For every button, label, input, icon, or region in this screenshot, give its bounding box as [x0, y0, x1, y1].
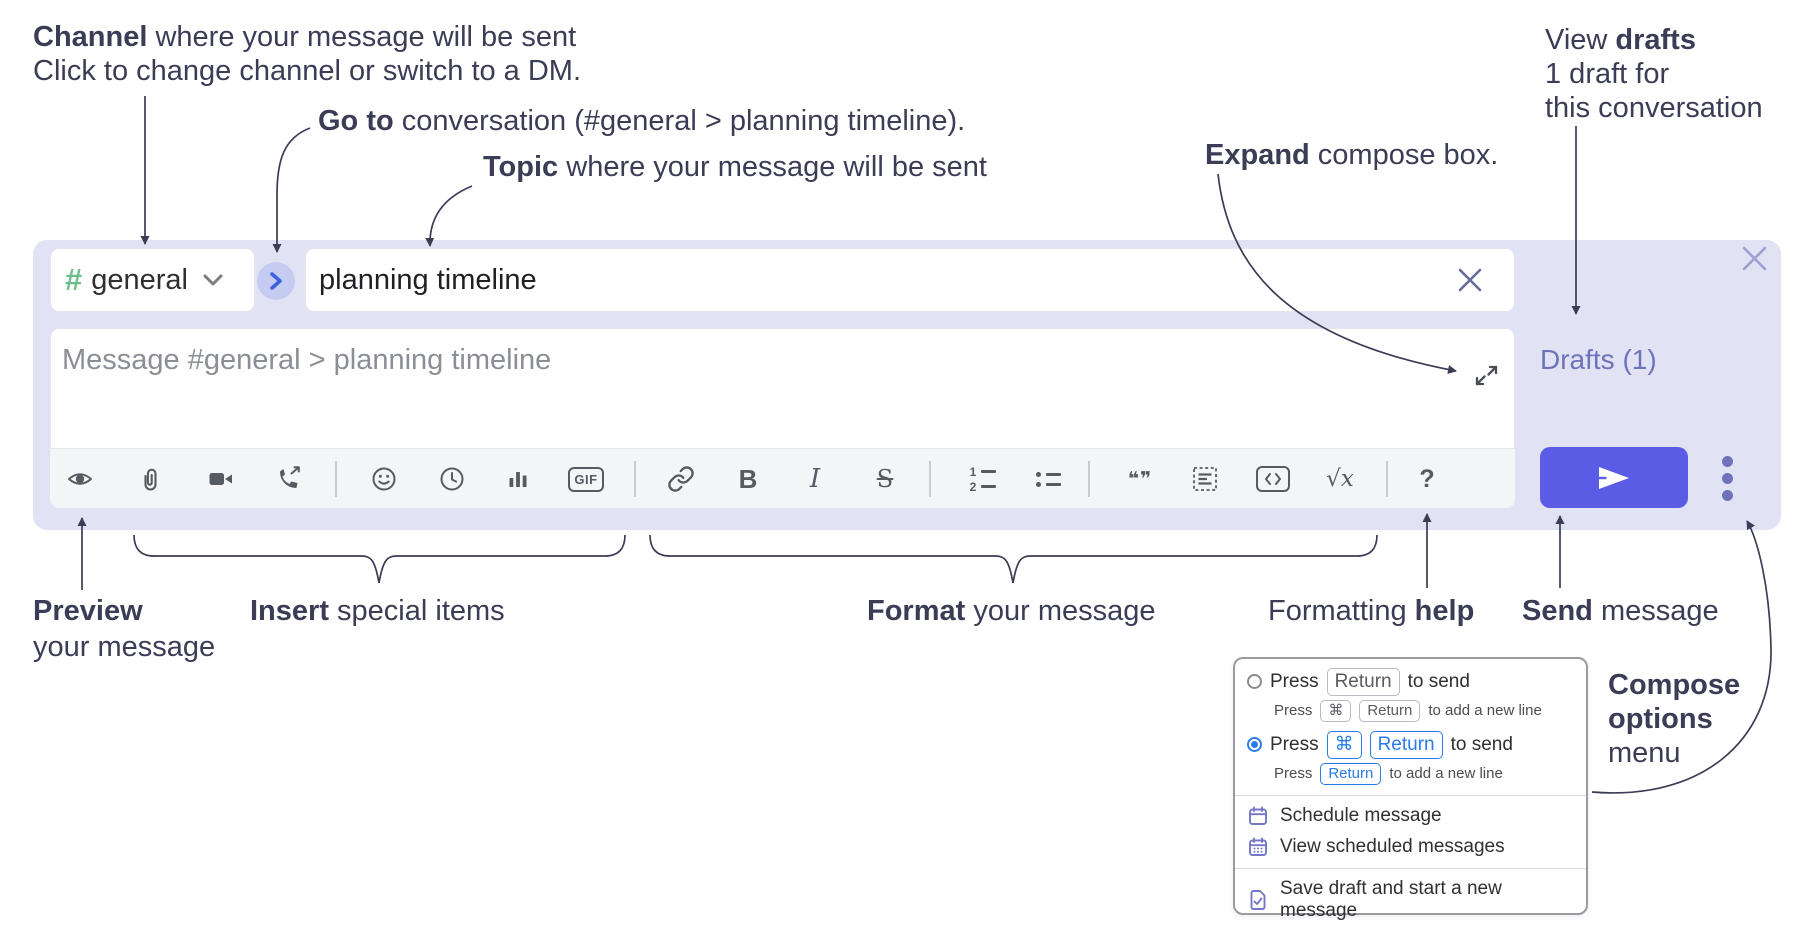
send-button[interactable] [1540, 447, 1688, 508]
channel-selector[interactable]: # general [50, 248, 255, 312]
chevron-right-icon [270, 272, 282, 290]
toolbar-divider [634, 461, 636, 497]
formatting-help-icon[interactable]: ? [1419, 464, 1435, 493]
message-placeholder: Message #general > planning timeline [62, 344, 552, 376]
annotation-formatting-help: Formatting help [1268, 595, 1475, 627]
schedule-clock-icon[interactable] [430, 457, 474, 501]
toolbar-divider [1088, 461, 1090, 497]
menu-divider [1235, 794, 1586, 796]
menu-radio-cmd-return-to-send[interactable]: Press ⌘ Return to send [1235, 730, 1586, 759]
annotation-drafts-line2: 1 draft for [1545, 58, 1670, 90]
menu-radio-cmd-return-subtext: Press Return to add a new line [1262, 762, 1586, 785]
channel-hash-icon: # [65, 262, 83, 297]
annotation-channel: Channel where your message will be sent [33, 21, 577, 53]
gif-icon[interactable]: GIF [564, 457, 608, 501]
bold-icon[interactable]: B [738, 463, 758, 494]
code-block-icon[interactable] [1183, 457, 1227, 501]
call-icon[interactable] [267, 457, 311, 501]
annotation-compose-options: Compose options menu [1608, 669, 1741, 769]
menu-divider [1235, 867, 1586, 869]
annotation-topic: Topic where your message will be sent [483, 151, 987, 183]
menu-radio-return-subtext: Press ⌘ Return to add a new line [1262, 699, 1586, 722]
clear-topic-icon[interactable] [1457, 267, 1483, 293]
channel-name: general [91, 263, 188, 296]
menu-item-save-draft[interactable]: Save draft and start a new message [1235, 878, 1586, 922]
topic-value: planning timeline [319, 263, 537, 296]
annotation-send: Send message [1522, 595, 1719, 627]
blockquote-icon[interactable]: ❝❞ [1127, 468, 1153, 490]
link-icon[interactable] [659, 457, 703, 501]
emoji-icon[interactable] [362, 457, 406, 501]
annotation-goto: Go to conversation (#general > planning … [318, 105, 966, 137]
goto-conversation-button[interactable] [257, 262, 295, 300]
poll-chart-icon[interactable] [496, 457, 540, 501]
bullet-list-icon[interactable] [1026, 457, 1070, 501]
compose-options-button[interactable] [1712, 452, 1742, 504]
video-icon[interactable] [199, 457, 243, 501]
menu-item-view-scheduled[interactable]: View scheduled messages [1235, 836, 1586, 858]
radio-selected-icon[interactable] [1247, 737, 1262, 753]
attach-paperclip-icon[interactable] [128, 457, 172, 501]
drafts-link[interactable]: Drafts (1) [1540, 344, 1657, 375]
ordered-list-icon[interactable]: 1 2 [961, 457, 1005, 501]
strikethrough-icon[interactable]: S [876, 465, 894, 493]
toolbar-divider [1386, 461, 1388, 497]
radio-unselected-icon[interactable] [1247, 674, 1262, 690]
annotation-format: Format your message [867, 595, 1156, 627]
menu-radio-return-to-send[interactable]: Press Return to send [1235, 668, 1586, 696]
annotation-preview-line2: your message [33, 631, 216, 663]
expand-compose-icon[interactable] [1473, 362, 1500, 389]
annotation-insert: Insert special items [250, 595, 505, 627]
formula-icon[interactable]: √x [1326, 466, 1354, 492]
annotation-view-drafts: View drafts [1545, 24, 1696, 56]
send-icon [1599, 466, 1629, 489]
compose-toolbar: GIF B I S 1 2 ❝❞ [50, 448, 1515, 508]
close-icon[interactable] [1742, 246, 1767, 271]
preview-eye-icon[interactable] [58, 457, 102, 501]
annotation-preview: Preview [33, 595, 143, 627]
annotation-drafts-line3: this conversation [1545, 92, 1763, 124]
code-icon[interactable] [1251, 457, 1295, 501]
annotation-channel-sub: Click to change channel or switch to a D… [33, 55, 582, 87]
topic-input[interactable]: planning timeline [305, 248, 1515, 312]
italic-icon[interactable]: I [809, 464, 821, 494]
toolbar-divider [929, 461, 931, 497]
compose-options-menu: Press Return to send Press ⌘ Return to a… [1233, 657, 1588, 921]
toolbar-divider [335, 461, 337, 497]
calendar-icon [1247, 805, 1269, 827]
calendar-grid-icon [1247, 836, 1269, 858]
save-draft-icon [1247, 889, 1269, 911]
annotation-expand: Expand compose box. [1205, 139, 1499, 171]
chevron-down-icon [203, 274, 223, 286]
menu-item-schedule-message[interactable]: Schedule message [1235, 805, 1586, 827]
